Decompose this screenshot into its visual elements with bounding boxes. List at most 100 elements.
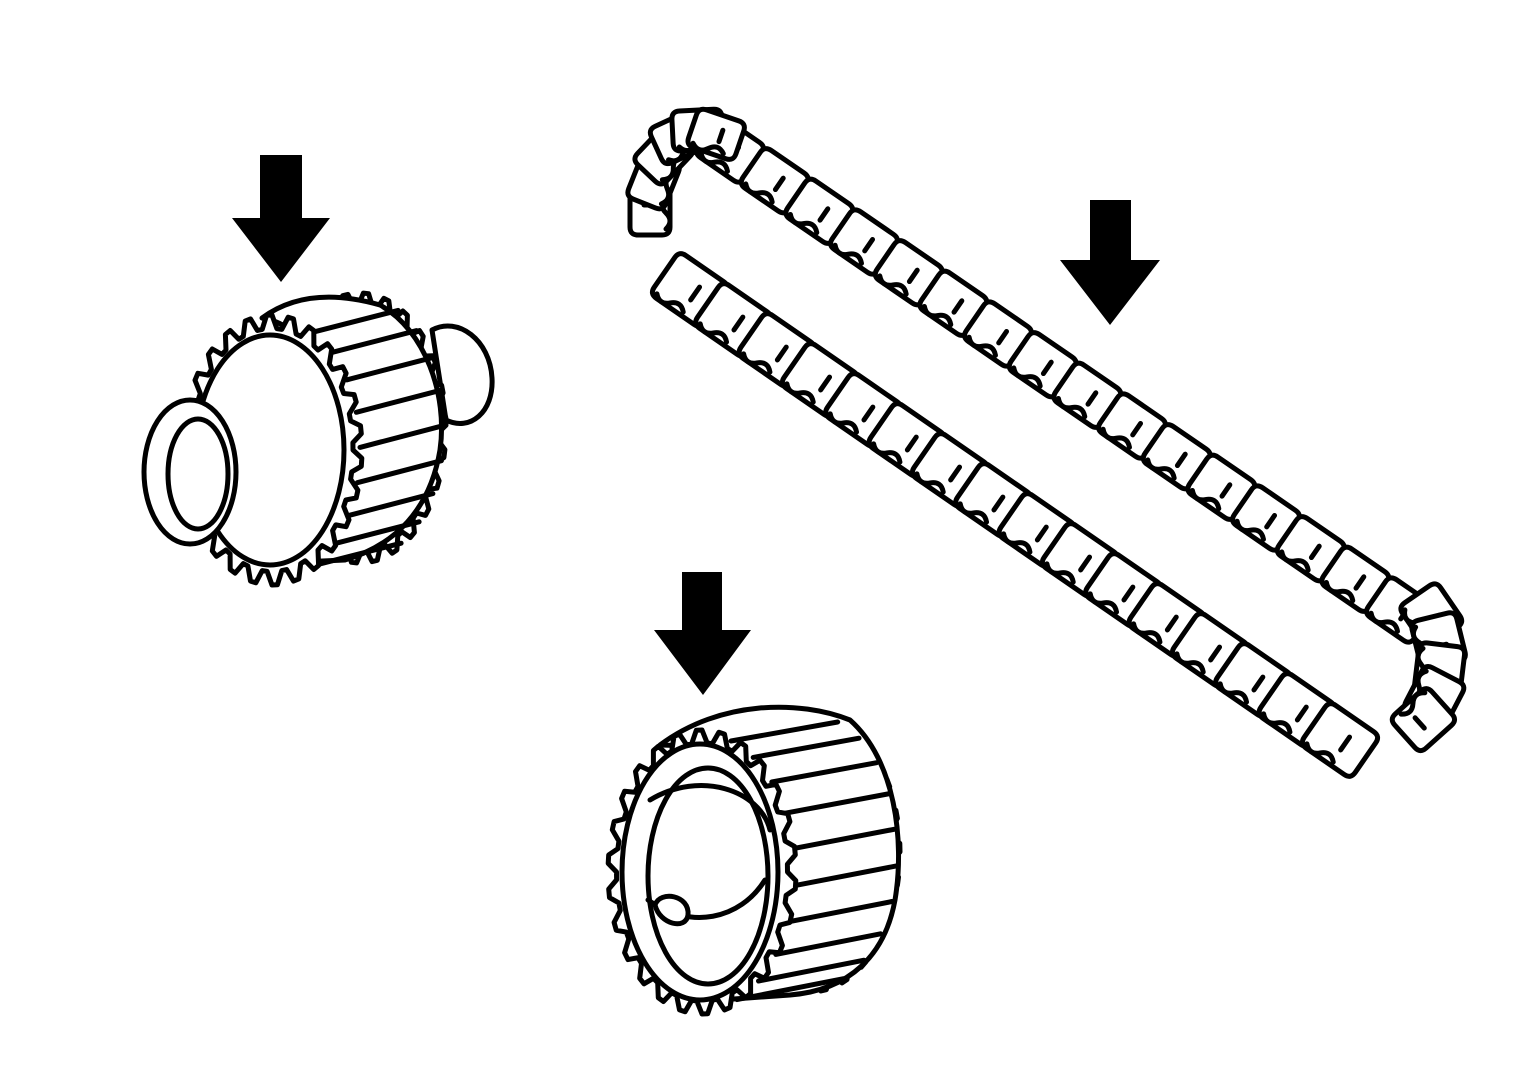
tooth-line <box>790 826 900 852</box>
link-mark <box>1208 644 1223 663</box>
link-mark <box>1121 584 1136 603</box>
arrow-down-icon <box>654 572 751 695</box>
link-edge <box>1279 549 1311 573</box>
link-plate <box>1389 686 1458 754</box>
link-mark <box>1308 543 1322 561</box>
link-edge <box>832 242 864 266</box>
link-edge <box>921 303 954 328</box>
link-edge <box>877 273 909 297</box>
link-mark <box>1264 512 1278 530</box>
drive-sprocket <box>141 290 495 588</box>
chain-link <box>1299 701 1381 779</box>
chain-link <box>917 268 990 338</box>
link-mark <box>1034 524 1049 543</box>
tooth-line <box>344 355 434 383</box>
link-mark <box>1412 715 1427 731</box>
link-edge <box>827 411 860 435</box>
link-edge <box>1304 741 1336 765</box>
link-edge <box>1087 591 1120 615</box>
hub-bore-inner <box>165 416 231 532</box>
tooth-lines <box>728 719 901 1003</box>
tooth-line <box>357 422 447 450</box>
link-edge <box>698 150 730 174</box>
link-mark <box>1353 574 1367 591</box>
inner-groove <box>647 783 773 833</box>
tooth-line <box>756 957 867 984</box>
link-edge <box>1055 395 1088 420</box>
link-mark <box>1130 420 1144 438</box>
tooth-line <box>791 863 901 889</box>
link-edge <box>697 321 730 345</box>
link-mark <box>906 267 920 285</box>
link-edge <box>1174 651 1206 675</box>
arrow-down-icon <box>1060 200 1160 325</box>
link-mark <box>817 206 831 223</box>
link-mark <box>731 314 746 333</box>
link-edge <box>1323 579 1356 604</box>
tooth-line <box>345 491 436 519</box>
link-edge <box>914 471 946 495</box>
link-edge <box>957 501 990 525</box>
link-mark <box>996 328 1010 346</box>
link-mark <box>1174 451 1188 469</box>
driven-sprocket <box>605 704 903 1017</box>
link-edge <box>690 140 726 157</box>
link-edge <box>966 334 998 358</box>
link-mark <box>951 298 965 315</box>
link-edge <box>787 211 820 236</box>
ring-bore <box>645 765 771 987</box>
link-mark <box>948 464 963 483</box>
tooth-line <box>734 976 846 1003</box>
link-edge <box>1131 621 1163 645</box>
link-mark <box>861 404 876 423</box>
link-edge <box>1234 518 1266 542</box>
link-edge <box>654 291 686 315</box>
link-edge <box>1217 681 1250 705</box>
link-edge <box>1145 457 1177 481</box>
link-edge <box>743 181 775 205</box>
chain-link <box>1389 686 1458 754</box>
rear-shaft <box>429 323 495 426</box>
link-mark <box>688 284 703 303</box>
link-edge <box>784 381 816 405</box>
link-mark <box>1294 704 1309 723</box>
tooth-line <box>309 307 401 335</box>
drive-chain <box>625 106 1468 779</box>
link-mark <box>1085 390 1099 407</box>
tooth-line <box>750 735 862 760</box>
link-mark <box>1219 482 1233 499</box>
link-mark <box>772 175 786 193</box>
inner-notch <box>652 893 691 927</box>
link-edge <box>1044 561 1076 585</box>
tooth-line <box>328 328 420 356</box>
tooth-line <box>354 458 444 486</box>
link-mark <box>774 344 789 363</box>
link-edge <box>1100 426 1132 450</box>
link-mark <box>862 236 876 254</box>
chain-link <box>1230 483 1302 553</box>
link-plate <box>1299 701 1381 779</box>
chain-link <box>685 106 747 162</box>
tooth-line <box>785 899 895 925</box>
arrow-down-icon <box>232 155 330 282</box>
link-mark <box>904 434 919 453</box>
link-mark <box>818 374 833 393</box>
link-mark <box>1078 554 1093 573</box>
link-mark <box>991 494 1006 513</box>
link-mark <box>716 127 726 145</box>
link-edge <box>1261 711 1293 735</box>
tooth-line <box>773 931 884 957</box>
link-mark <box>1164 614 1179 633</box>
link-edge <box>1001 531 1033 555</box>
link-mark <box>1251 674 1266 693</box>
link-edge <box>1011 365 1043 389</box>
tooth-line <box>353 387 443 415</box>
link-edge <box>1368 610 1400 634</box>
link-mark <box>1338 734 1353 753</box>
link-edge <box>1398 690 1428 717</box>
link-edge <box>871 441 903 465</box>
link-edge <box>1189 487 1222 512</box>
tooth-line <box>769 760 880 785</box>
